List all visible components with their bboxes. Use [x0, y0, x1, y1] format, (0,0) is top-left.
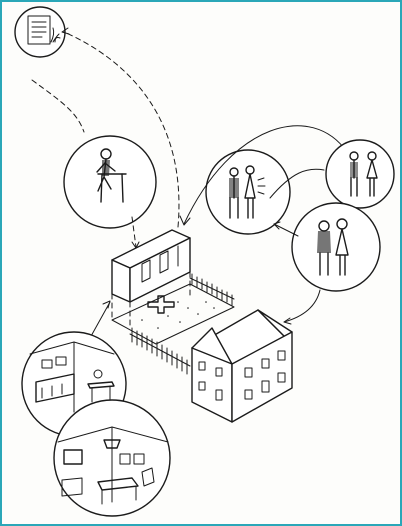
two-people-bubble [326, 140, 394, 208]
couple-bubble [292, 203, 380, 291]
document-icon-bubble [15, 7, 65, 57]
arrow-cabin-to-interiors [90, 302, 110, 338]
two-storey-house [192, 310, 292, 422]
modular-cabin [112, 230, 190, 302]
dashed-flow-document-to-builder [32, 80, 84, 132]
conversation-bubble [206, 150, 290, 234]
living-room-interior-bubble [54, 400, 170, 516]
plot-cross-mark [148, 296, 174, 313]
arrow-couple-to-conversation [274, 224, 298, 236]
builder-bubble [64, 136, 156, 228]
arrow-couple-to-house [284, 290, 320, 322]
